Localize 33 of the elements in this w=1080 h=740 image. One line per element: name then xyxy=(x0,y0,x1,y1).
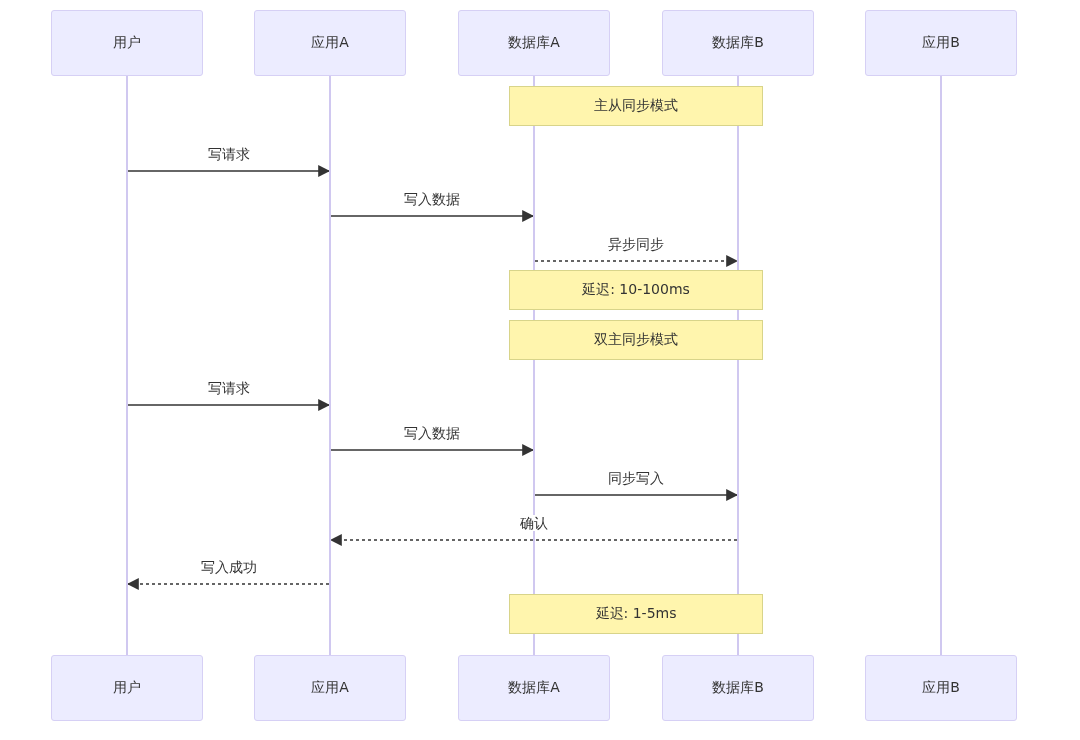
message-arrow xyxy=(534,255,739,267)
edge-label: 同步写入 xyxy=(606,470,666,486)
participant-box: 应用A xyxy=(254,655,406,721)
lifeline xyxy=(940,76,942,655)
edge-label: 写入成功 xyxy=(198,559,259,575)
message-arrow xyxy=(126,578,330,590)
participant-box: 数据库A xyxy=(458,655,610,721)
message-arrow xyxy=(330,210,535,222)
participant-box: 应用A xyxy=(254,10,406,76)
participant-box: 数据库B xyxy=(662,10,814,76)
note-box: 延迟: 1-5ms xyxy=(509,594,763,634)
lifeline xyxy=(329,76,331,655)
message-arrow xyxy=(127,399,331,411)
note-box: 延迟: 10-100ms xyxy=(509,270,763,310)
participant-box: 数据库B xyxy=(662,655,814,721)
participant-box: 数据库A xyxy=(458,10,610,76)
edge-label: 写请求 xyxy=(205,146,252,162)
edge-label: 异步同步 xyxy=(606,236,666,252)
participant-box: 应用B xyxy=(865,10,1017,76)
participant-box: 应用B xyxy=(865,655,1017,721)
message-arrow xyxy=(330,444,535,456)
message-arrow xyxy=(127,165,331,177)
message-arrow xyxy=(329,534,738,546)
edge-label: 写请求 xyxy=(205,380,252,396)
lifeline xyxy=(126,76,128,655)
note-box: 主从同步模式 xyxy=(509,86,763,126)
note-box: 双主同步模式 xyxy=(509,320,763,360)
edge-label: 写入数据 xyxy=(402,191,462,207)
participant-box: 用户 xyxy=(51,655,203,721)
edge-label: 写入数据 xyxy=(402,425,462,441)
participant-box: 用户 xyxy=(51,10,203,76)
edge-label: 确认 xyxy=(518,515,550,531)
message-arrow xyxy=(534,489,739,501)
